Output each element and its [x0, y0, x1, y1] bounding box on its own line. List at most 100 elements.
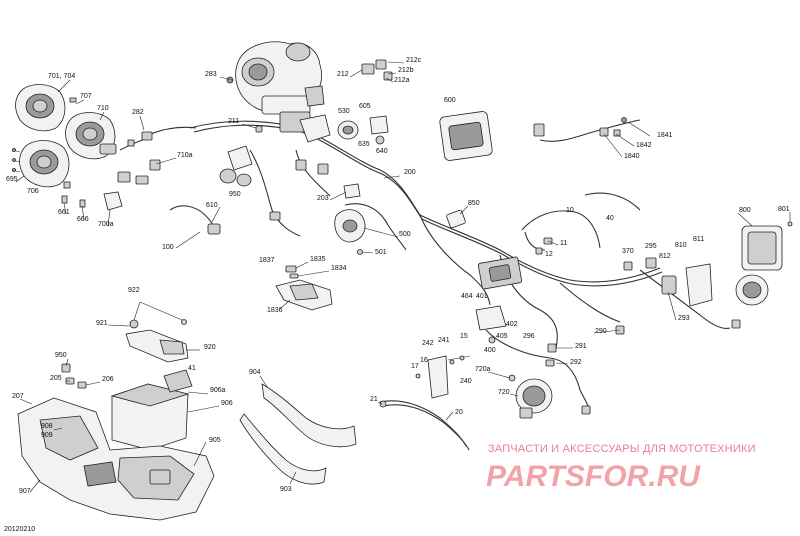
part-label: 402 — [506, 321, 518, 328]
part-label: 464 — [461, 293, 473, 300]
sensor-group — [337, 115, 389, 145]
part-label: 921 — [96, 320, 108, 327]
part-label: 212 — [337, 71, 349, 78]
ignition-switch — [334, 209, 366, 255]
part-label: 908 — [41, 423, 53, 430]
part-label: 292 — [570, 359, 582, 366]
part-label: 16 — [420, 357, 428, 364]
part-label: 800 — [739, 207, 751, 214]
battery-906 — [110, 369, 193, 451]
bracket-920 — [125, 301, 189, 363]
relay-block — [361, 59, 393, 81]
auxiliary-light-720 — [508, 374, 553, 419]
part-label: 720 — [498, 389, 510, 396]
part-label: 904 — [249, 369, 261, 376]
trim-panel-903 — [239, 413, 327, 485]
part-label: 500 — [399, 231, 411, 238]
part-label: 640 — [376, 148, 388, 155]
part-label: 20 — [455, 409, 463, 416]
part-label: 906 — [221, 400, 233, 407]
part-label: 1842 — [636, 142, 652, 149]
part-label: 100 — [162, 244, 174, 251]
center-module-400 — [475, 256, 523, 344]
misc-small-parts — [379, 237, 553, 408]
part-label: 812 — [659, 253, 671, 260]
part-label: 530 — [338, 108, 350, 115]
part-label: 950 — [229, 191, 241, 198]
part-label: 706 — [27, 188, 39, 195]
part-label: 661 — [58, 209, 70, 216]
ecu-module — [439, 111, 493, 161]
part-label: 291 — [575, 343, 587, 350]
harness-clips — [343, 183, 466, 229]
part-label: 810 — [675, 242, 687, 249]
part-label: 1837 — [259, 257, 275, 264]
part-label: 695 — [6, 176, 18, 183]
part-label: 206 — [102, 376, 114, 383]
sensor-1840 — [533, 117, 627, 137]
part-label: 41 — [188, 365, 196, 372]
part-label: 10 — [566, 207, 574, 214]
watermark: ЗАПЧАСТИ И АКСЕССУАРЫ ДЛЯ МОТОТЕХНИКИ PA… — [486, 443, 756, 493]
part-label: 922 — [128, 287, 140, 294]
headlight-left-upper — [15, 84, 66, 132]
part-label: 907 — [19, 488, 31, 495]
bracket-240 — [415, 355, 471, 399]
part-label: 405 — [496, 333, 508, 340]
part-label: 801 — [778, 206, 790, 213]
part-label: 370 — [622, 248, 634, 255]
part-label: 700a — [98, 221, 114, 228]
part-label: 211 — [228, 118, 239, 125]
trim-panel-904 — [261, 383, 357, 448]
part-label: 17 — [411, 363, 419, 370]
part-label: 1840 — [624, 153, 640, 160]
part-label: 909 — [41, 432, 53, 439]
watermark-logo: PARTSFOR.RU — [486, 460, 701, 493]
part-label: 605 — [359, 103, 371, 110]
headlight-right-upper — [65, 112, 117, 160]
part-label: 11 — [560, 240, 567, 247]
part-label: 710a — [177, 152, 193, 159]
part-label: 710 — [97, 105, 109, 112]
part-label: 21 — [370, 396, 378, 403]
part-label: 701, 704 — [48, 73, 75, 80]
part-label: 290 — [595, 328, 607, 335]
part-label: 1834 — [331, 265, 347, 272]
document-id: 20120210 — [4, 526, 35, 533]
part-label: 950 — [55, 352, 67, 359]
part-label: 707 — [80, 93, 92, 100]
fastener-set — [11, 97, 135, 211]
part-label: 635 — [358, 141, 370, 148]
part-label: 40 — [606, 215, 614, 222]
part-label: 400 — [484, 347, 496, 354]
terminal-parts — [61, 363, 87, 389]
bracket-1836 — [275, 265, 333, 311]
part-label: 207 — [12, 393, 24, 400]
part-label: 666 — [77, 216, 89, 223]
part-label: 850 — [468, 200, 480, 207]
part-label: 920 — [204, 344, 216, 351]
part-label: 295 — [645, 243, 657, 250]
part-label: 1836 — [267, 307, 283, 314]
part-label: 205 — [50, 375, 62, 382]
part-label: 12 — [545, 251, 553, 258]
part-label: 240 — [460, 378, 472, 385]
part-label: 720a — [475, 366, 491, 373]
part-label: 905 — [209, 437, 221, 444]
part-label: 283 — [205, 71, 217, 78]
part-label: 203 — [317, 195, 329, 202]
watermark-tagline: ЗАПЧАСТИ И АКСЕССУАРЫ ДЛЯ МОТОТЕХНИКИ — [488, 443, 756, 455]
part-label: 600 — [444, 97, 456, 104]
main-harness — [119, 119, 731, 451]
part-label: 610 — [206, 202, 218, 209]
connector-cluster-left — [117, 76, 329, 235]
part-label: 200 — [404, 169, 416, 176]
battery-tray-905 — [17, 397, 215, 521]
part-label: 15 — [460, 333, 468, 340]
part-label: 212b — [398, 67, 414, 74]
throttle-body-assembly — [235, 41, 331, 143]
part-label: 906a — [210, 387, 226, 394]
right-lighting-assembly — [623, 221, 793, 329]
part-label: 401 — [476, 293, 488, 300]
